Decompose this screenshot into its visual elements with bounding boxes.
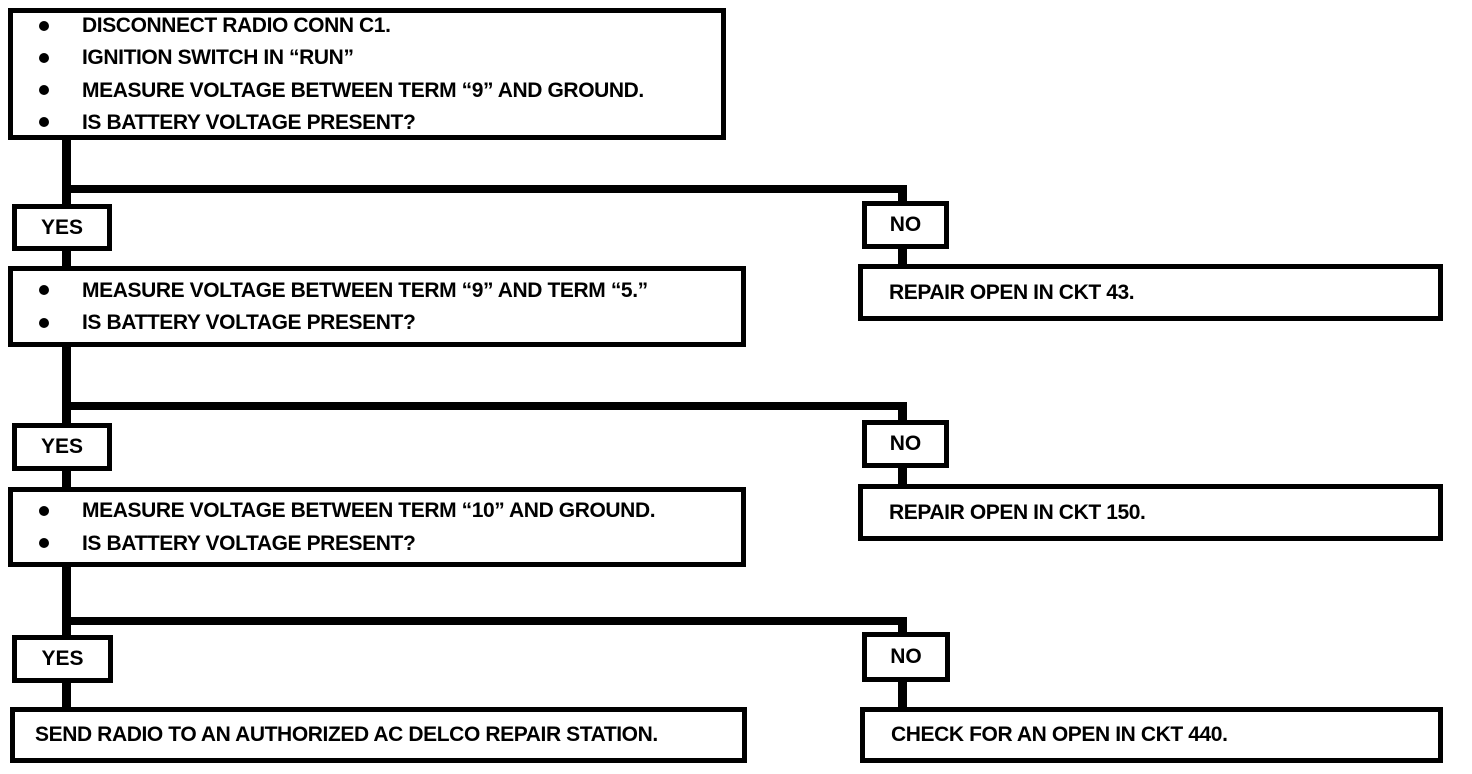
connector-branch3-to-no3 bbox=[898, 617, 907, 636]
check-ckt-440-text: CHECK FOR AN OPEN IN CKT 440. bbox=[891, 723, 1228, 747]
step3-line-2: IS BATTERY VOLTAGE PRESENT? bbox=[13, 532, 741, 555]
no-box-1: NO bbox=[862, 201, 949, 249]
connector-no1-to-repair1 bbox=[898, 247, 907, 268]
connector-step2-to-yes2 bbox=[62, 344, 71, 428]
connector-yes1-to-step2 bbox=[62, 249, 71, 271]
bullet-icon bbox=[39, 538, 49, 549]
step2-line-1: MEASURE VOLTAGE BETWEEN TERM “9” AND TER… bbox=[13, 279, 741, 302]
no-box-3: NO bbox=[862, 632, 950, 682]
action-box-send-radio: SEND RADIO TO AN AUTHORIZED AC DELCO REP… bbox=[10, 707, 747, 763]
step3-line-1: MEASURE VOLTAGE BETWEEN TERM “10” AND GR… bbox=[13, 499, 741, 522]
bullet-icon bbox=[39, 317, 49, 328]
connector-step1-to-yes1 bbox=[62, 136, 71, 210]
connector-branch3-horizontal bbox=[62, 617, 907, 625]
step1-text-2: IGNITION SWITCH IN “RUN” bbox=[82, 46, 354, 70]
yes-box-1: YES bbox=[12, 204, 112, 251]
decision-box-step1: DISCONNECT RADIO CONN C1. IGNITION SWITC… bbox=[8, 8, 726, 140]
step1-text-4: IS BATTERY VOLTAGE PRESENT? bbox=[82, 110, 416, 134]
bullet-icon bbox=[39, 117, 49, 128]
bullet-icon bbox=[39, 285, 49, 296]
action-box-repair-ckt-43: REPAIR OPEN IN CKT 43. bbox=[858, 264, 1443, 321]
connector-step3-to-yes3 bbox=[62, 564, 71, 640]
connector-no2-to-repair2 bbox=[898, 466, 907, 488]
decision-box-step2: MEASURE VOLTAGE BETWEEN TERM “9” AND TER… bbox=[8, 266, 746, 347]
action-box-repair-ckt-150: REPAIR OPEN IN CKT 150. bbox=[858, 484, 1443, 541]
connector-branch1-to-no1 bbox=[898, 185, 907, 206]
bullet-icon bbox=[39, 505, 49, 516]
bullet-icon bbox=[39, 52, 49, 63]
repair-ckt-43-text: REPAIR OPEN IN CKT 43. bbox=[889, 280, 1135, 304]
step2-text-1: MEASURE VOLTAGE BETWEEN TERM “9” AND TER… bbox=[82, 278, 648, 302]
no-label-2: NO bbox=[889, 432, 922, 456]
send-radio-text: SEND RADIO TO AN AUTHORIZED AC DELCO REP… bbox=[35, 723, 658, 747]
step1-text-3: MEASURE VOLTAGE BETWEEN TERM “9” AND GRO… bbox=[82, 78, 644, 102]
connector-branch1-horizontal bbox=[62, 185, 907, 193]
step3-text-2: IS BATTERY VOLTAGE PRESENT? bbox=[82, 531, 416, 555]
step1-text-1: DISCONNECT RADIO CONN C1. bbox=[82, 14, 391, 38]
yes-label-2: YES bbox=[40, 435, 84, 459]
step2-text-2: IS BATTERY VOLTAGE PRESENT? bbox=[82, 311, 416, 334]
yes-label-1: YES bbox=[40, 215, 84, 239]
connector-branch2-to-no2 bbox=[898, 402, 907, 424]
bullet-icon bbox=[39, 20, 49, 31]
action-box-check-ckt-440: CHECK FOR AN OPEN IN CKT 440. bbox=[860, 707, 1443, 763]
connector-no3-to-check bbox=[898, 680, 907, 711]
step2-line-2: IS BATTERY VOLTAGE PRESENT? bbox=[13, 311, 741, 334]
decision-box-step3: MEASURE VOLTAGE BETWEEN TERM “10” AND GR… bbox=[8, 487, 746, 567]
yes-box-2: YES bbox=[12, 423, 112, 471]
connector-yes3-to-final bbox=[62, 681, 71, 711]
step3-text-1: MEASURE VOLTAGE BETWEEN TERM “10” AND GR… bbox=[82, 499, 656, 523]
yes-box-3: YES bbox=[12, 635, 113, 683]
no-label-1: NO bbox=[889, 213, 922, 237]
repair-ckt-150-text: REPAIR OPEN IN CKT 150. bbox=[889, 500, 1146, 524]
step1-line-3: MEASURE VOLTAGE BETWEEN TERM “9” AND GRO… bbox=[13, 79, 721, 102]
connector-yes2-to-step3 bbox=[62, 468, 71, 491]
connector-branch2-horizontal bbox=[62, 402, 907, 410]
step1-line-2: IGNITION SWITCH IN “RUN” bbox=[13, 46, 721, 69]
step1-line-4: IS BATTERY VOLTAGE PRESENT? bbox=[13, 111, 721, 134]
step1-line-1: DISCONNECT RADIO CONN C1. bbox=[13, 14, 721, 37]
yes-label-3: YES bbox=[41, 647, 84, 671]
no-box-2: NO bbox=[862, 420, 949, 468]
bullet-icon bbox=[39, 85, 49, 96]
no-label-3: NO bbox=[890, 645, 922, 669]
